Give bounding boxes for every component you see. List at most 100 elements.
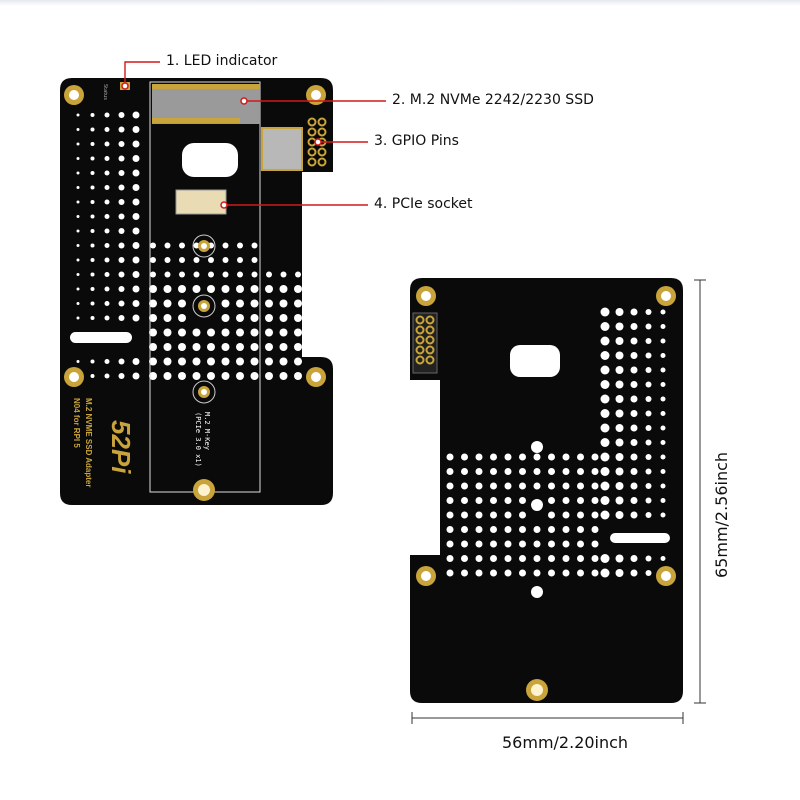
vent-hole bbox=[630, 352, 638, 359]
vent-hole bbox=[600, 307, 610, 317]
vent-hole bbox=[90, 229, 95, 233]
brand-logo: 52Pi bbox=[106, 420, 136, 474]
vent-hole bbox=[164, 257, 171, 263]
vent-hole bbox=[630, 395, 638, 403]
vent-hole bbox=[600, 496, 610, 505]
vent-hole bbox=[295, 271, 301, 278]
vent-hole bbox=[178, 328, 186, 337]
vent-hole bbox=[90, 258, 95, 262]
vent-hole bbox=[475, 497, 483, 504]
vent-hole bbox=[490, 511, 497, 519]
vent-hole bbox=[265, 328, 273, 337]
vent-hole bbox=[250, 343, 259, 351]
vent-hole bbox=[132, 271, 140, 278]
vent-hole bbox=[600, 452, 610, 462]
vent-hole bbox=[118, 184, 125, 191]
vent-hole bbox=[192, 372, 201, 380]
vent-hole bbox=[615, 554, 624, 563]
vent-hole bbox=[645, 555, 652, 562]
vent-hole bbox=[446, 482, 454, 490]
vent-hole bbox=[236, 299, 244, 308]
vent-hole bbox=[660, 440, 666, 445]
vent-hole bbox=[615, 482, 624, 490]
vent-hole bbox=[577, 511, 584, 519]
vent-hole bbox=[519, 569, 526, 577]
callout-gpio-pins: 3. GPIO Pins bbox=[374, 133, 459, 149]
vent-hole bbox=[236, 357, 244, 366]
vent-hole bbox=[533, 569, 541, 577]
vent-hole bbox=[600, 394, 610, 404]
gpio-pin bbox=[307, 157, 317, 167]
vent-hole bbox=[294, 285, 302, 293]
vent-hole bbox=[533, 526, 541, 533]
vent-hole bbox=[207, 372, 215, 380]
vent-hole bbox=[250, 299, 259, 308]
vent-hole bbox=[645, 338, 652, 344]
vent-hole bbox=[237, 257, 243, 263]
vent-hole bbox=[222, 242, 229, 249]
vent-hole bbox=[533, 555, 541, 562]
vent-hole bbox=[446, 497, 454, 504]
vent-hole bbox=[446, 555, 454, 562]
vent-hole bbox=[279, 357, 288, 366]
vent-hole bbox=[163, 343, 172, 351]
vent-hole bbox=[577, 482, 584, 490]
vent-hole bbox=[490, 468, 497, 475]
vent-hole bbox=[645, 497, 652, 504]
vent-hole bbox=[150, 271, 156, 278]
vent-hole bbox=[600, 510, 610, 520]
vent-hole bbox=[645, 468, 652, 475]
vent-hole bbox=[615, 496, 624, 505]
vent-hole bbox=[76, 186, 80, 189]
gpio-pin bbox=[415, 315, 425, 325]
vent-hole bbox=[118, 315, 125, 321]
product-model: N04 for RPI 5 bbox=[72, 398, 81, 448]
vent-hole bbox=[645, 309, 652, 315]
vent-hole bbox=[221, 314, 230, 322]
vent-hole bbox=[104, 170, 110, 176]
vent-hole bbox=[90, 287, 95, 291]
vent-hole bbox=[104, 243, 110, 248]
gpio-pin bbox=[425, 335, 435, 345]
vent-hole bbox=[149, 314, 157, 322]
vent-hole bbox=[279, 314, 288, 322]
vent-hole bbox=[104, 286, 110, 292]
vent-hole bbox=[76, 360, 80, 363]
vent-hole bbox=[192, 343, 201, 351]
vent-hole bbox=[600, 380, 610, 389]
vent-hole bbox=[630, 381, 638, 388]
vent-hole bbox=[118, 126, 125, 133]
vent-hole bbox=[104, 373, 110, 379]
gpio-pin bbox=[317, 127, 327, 137]
vent-hole bbox=[163, 285, 172, 293]
vent-hole bbox=[562, 555, 570, 562]
vent-hole bbox=[149, 328, 157, 337]
vent-hole bbox=[630, 555, 638, 562]
vent-hole bbox=[660, 353, 666, 358]
front-board: 52Pi M.2 NVME SSD Adapter N04 for RPI 5 … bbox=[60, 78, 333, 505]
vent-hole bbox=[600, 481, 610, 491]
vent-hole bbox=[630, 439, 638, 446]
vent-hole bbox=[548, 511, 555, 519]
slot-spec-text: (PCIe 3.0 x1) bbox=[194, 412, 202, 467]
vent-hole bbox=[645, 483, 652, 489]
vent-hole bbox=[250, 328, 259, 337]
vent-hole bbox=[461, 497, 468, 504]
vent-hole bbox=[132, 314, 140, 322]
vent-hole bbox=[660, 483, 666, 489]
height-dimension: 65mm/2.56inch bbox=[712, 451, 731, 578]
vent-hole bbox=[265, 285, 273, 293]
vent-hole bbox=[660, 454, 666, 460]
vent-hole bbox=[265, 343, 273, 351]
vent-hole bbox=[645, 410, 652, 417]
vent-hole bbox=[446, 569, 454, 577]
vent-hole bbox=[132, 213, 140, 220]
vent-hole bbox=[164, 242, 171, 249]
vent-hole bbox=[591, 540, 599, 548]
vent-hole bbox=[446, 526, 454, 533]
vent-hole bbox=[504, 555, 512, 562]
vent-hole bbox=[630, 424, 638, 432]
vent-hole bbox=[208, 271, 214, 278]
vent-hole bbox=[150, 242, 156, 249]
